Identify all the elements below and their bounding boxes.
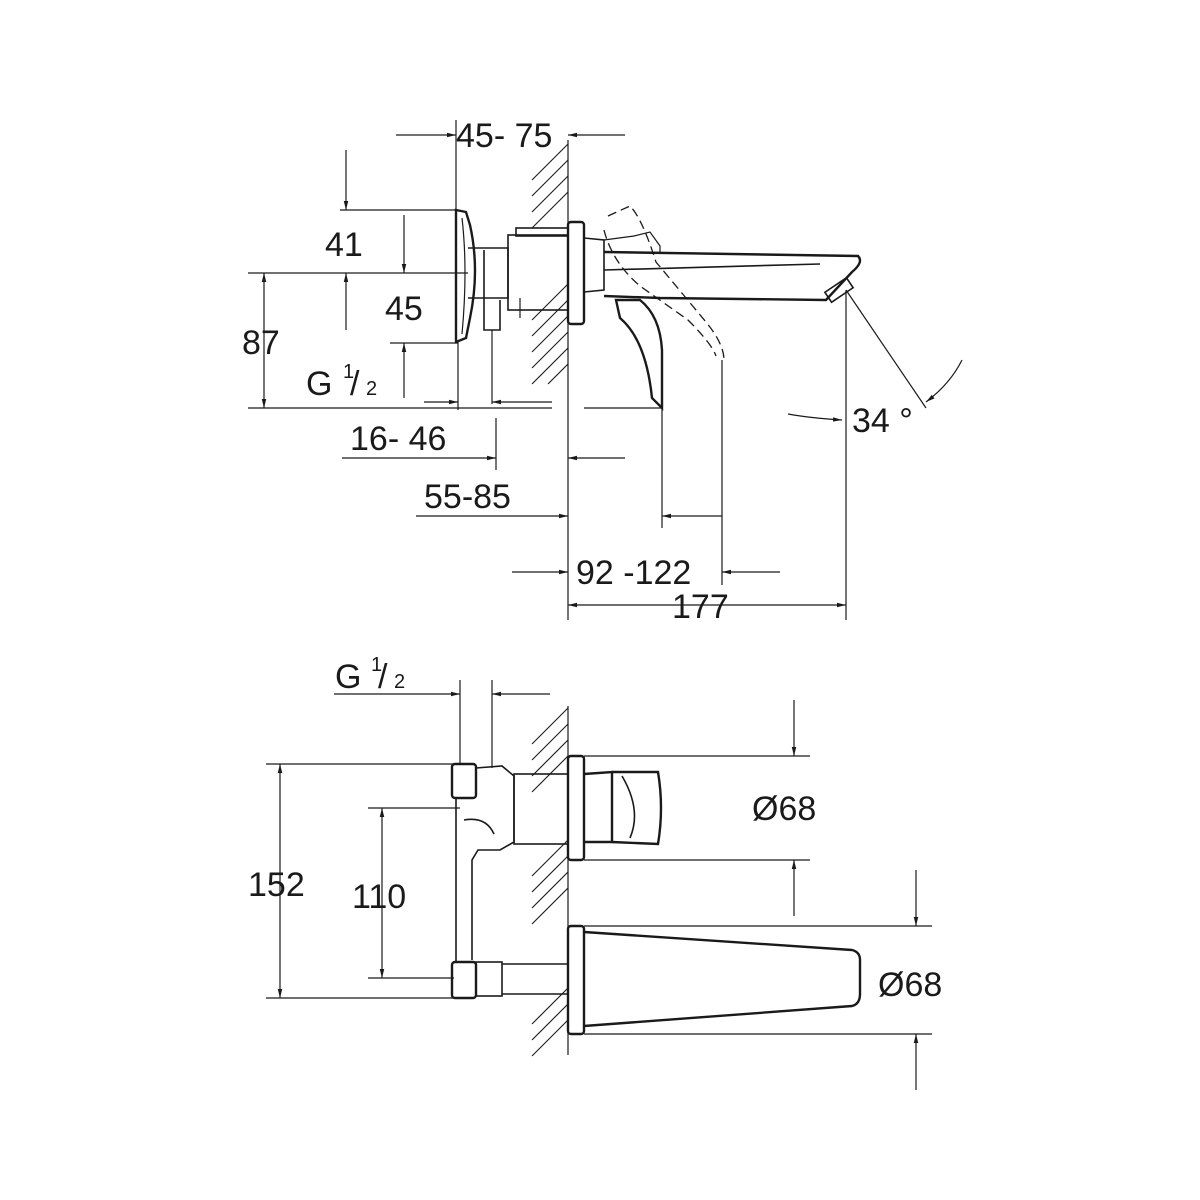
dim-rosette-upper: Ø68: [752, 790, 816, 828]
g-den-front: 2: [394, 671, 405, 693]
front-view: G 1 / 2 152 110 Ø68 Ø68: [248, 654, 942, 1090]
rosettes-front: [566, 754, 586, 1036]
labels-side: 45- 75 41 45 87 G 1 / 2 16- 46 55-85 92 …: [242, 117, 913, 626]
dim-41: 41: [325, 226, 363, 264]
dim-angle: 34 °: [852, 402, 913, 440]
lever-front: [583, 770, 663, 846]
dim-45: 45: [385, 290, 423, 328]
wall-section-top: [531, 140, 569, 620]
labels-front: G 1 / 2 152 110 Ø68 Ø68: [248, 654, 942, 1004]
rosette-side: [566, 220, 586, 326]
dims-front: [266, 680, 932, 1090]
dim-wall-depth: 45- 75: [456, 117, 552, 155]
g-slash-front: /: [378, 658, 388, 696]
side-view: 45- 75 41 45 87 G 1 / 2 16- 46 55-85 92 …: [242, 117, 963, 626]
g-num-front: 1: [371, 654, 382, 676]
g-num-side: 1: [343, 361, 354, 383]
g-label-side: G: [306, 365, 332, 403]
dims-side: [248, 120, 963, 620]
g-label-front: G: [335, 658, 361, 696]
dim-87: 87: [242, 324, 280, 362]
dim-177: 177: [672, 588, 729, 626]
dim-55-85: 55-85: [424, 478, 511, 516]
dim-92-122: 92 -122: [576, 554, 691, 592]
mixer-body-side: [454, 208, 569, 410]
mixer-body-front: [450, 762, 569, 1000]
spout-front: [583, 930, 862, 1028]
spout-side: [583, 231, 862, 411]
dim-110: 110: [352, 878, 406, 916]
lever-ghost: [603, 205, 725, 361]
wall-section-front: [531, 706, 569, 1057]
dim-16-46: 16- 46: [350, 420, 446, 458]
g-slash-side: /: [350, 365, 360, 403]
dim-rosette-lower: Ø68: [878, 966, 942, 1004]
dim-152: 152: [248, 866, 305, 904]
g-den-side: 2: [366, 378, 377, 400]
